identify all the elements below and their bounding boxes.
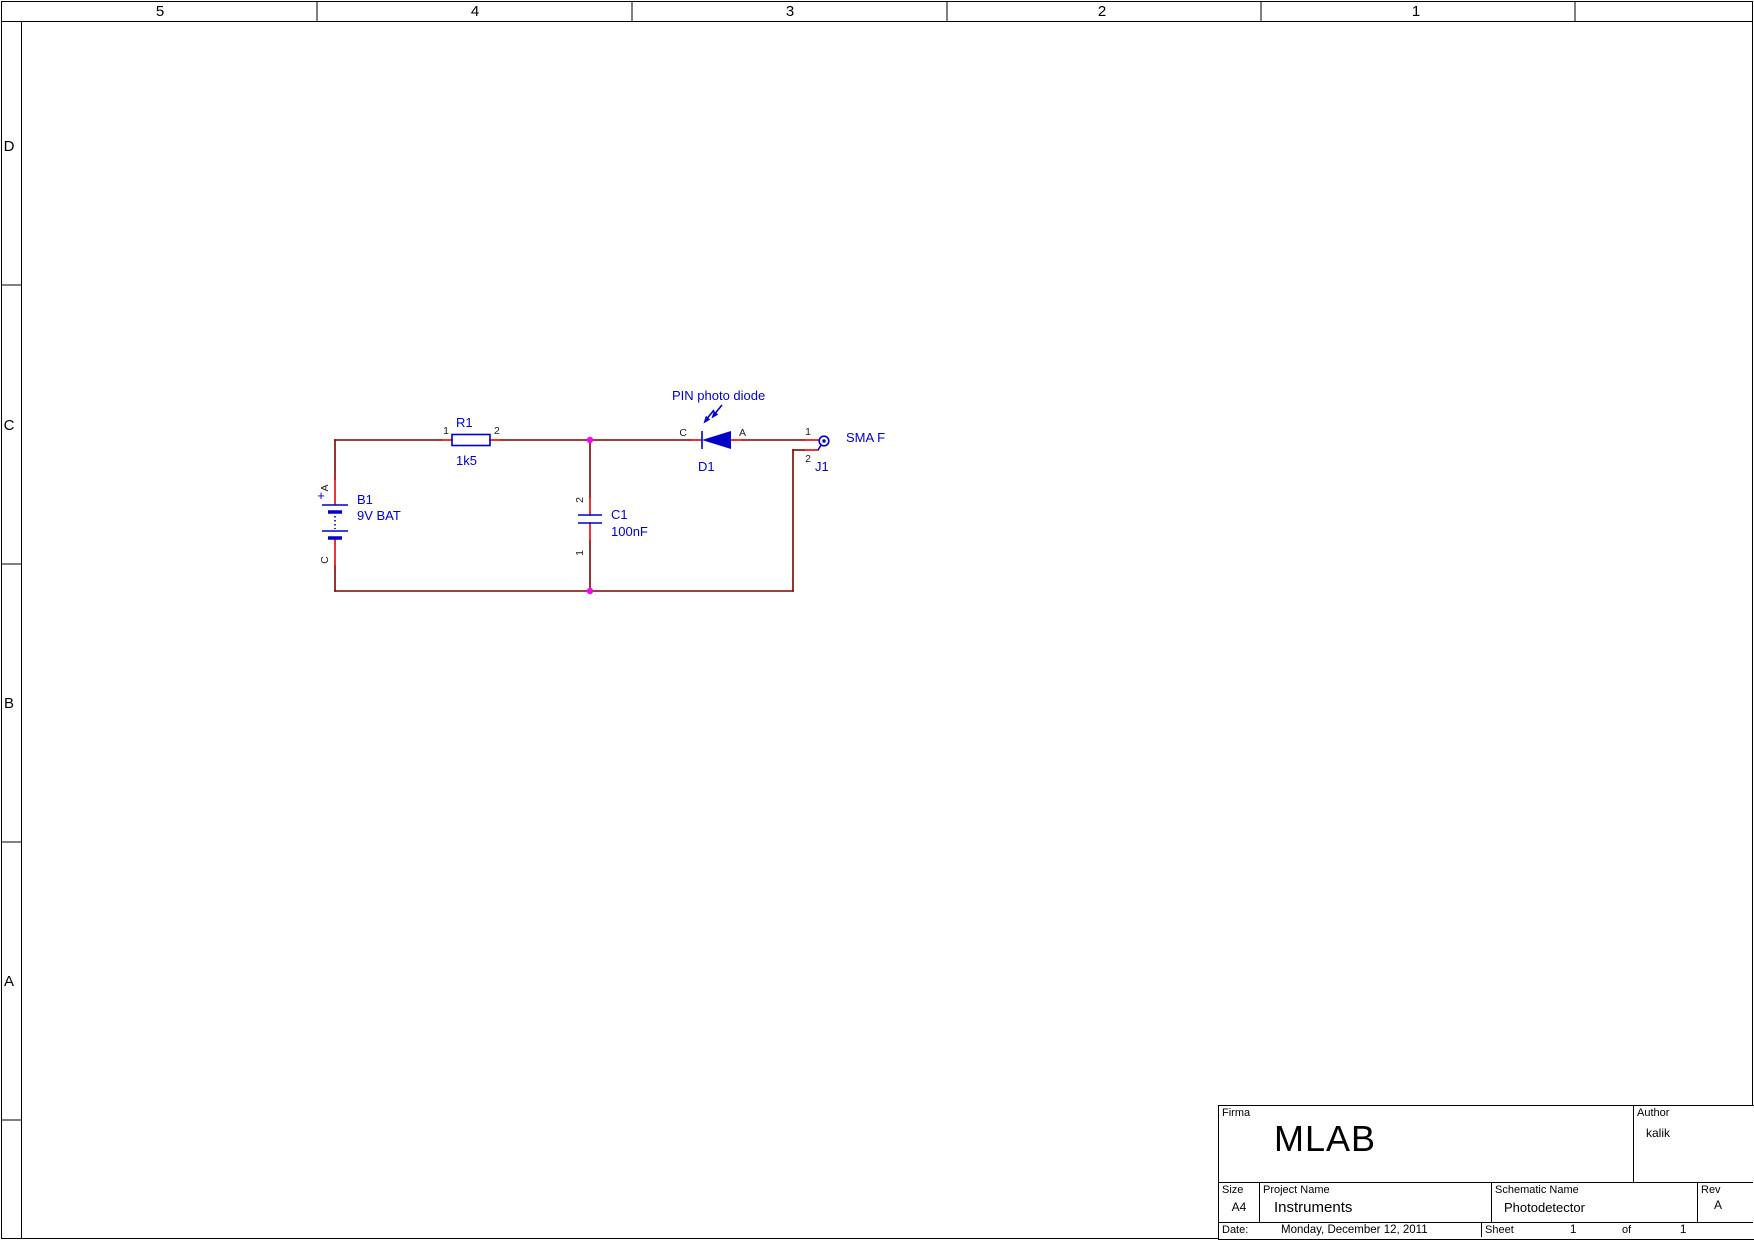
- company-name: MLAB: [1274, 1118, 1377, 1159]
- photodiode-pin-label-a: A: [739, 427, 746, 439]
- component-battery-B1: + A C B1 9V BAT: [317, 478, 401, 567]
- date-label: Date:: [1222, 1224, 1249, 1236]
- connector-circle: [818, 435, 830, 447]
- connector-center-dot: [822, 439, 826, 443]
- frame-column-label: 3: [786, 3, 794, 20]
- frame-row-label: A: [4, 973, 14, 990]
- sheet-label: Sheet: [1485, 1224, 1514, 1236]
- frame-row-label: C: [4, 417, 15, 434]
- titleblock-firma-cell: Firma MLAB: [1219, 1106, 1634, 1182]
- light-arrow-head-icon: [711, 410, 719, 419]
- photodiode-ref: D1: [698, 459, 715, 474]
- sheet-number: 1: [1570, 1224, 1577, 1236]
- schematic-name-label: Schematic Name: [1495, 1184, 1579, 1196]
- resistor-ref: R1: [456, 415, 473, 430]
- titleblock-author-cell: Author kalik: [1634, 1106, 1753, 1182]
- component-capacitor-C1: 2 1 C1 100nF: [574, 496, 648, 556]
- battery-ref: B1: [357, 492, 373, 507]
- author-name: kalik: [1646, 1126, 1671, 1140]
- titleblock-date-cell: Date: Monday, December 12, 2011: [1219, 1222, 1481, 1237]
- sheet-of-label: of: [1622, 1224, 1632, 1236]
- resistor-pin-number-1: 1: [443, 425, 449, 437]
- photodiode-note: PIN photo diode: [672, 388, 765, 403]
- project-name: Instruments: [1274, 1199, 1353, 1216]
- titleblock-project-cell: Project Name Instruments: [1259, 1182, 1491, 1222]
- resistor-value: 1k5: [456, 453, 477, 468]
- frame-column-label: 5: [156, 3, 164, 20]
- junction-dot: [586, 436, 594, 444]
- author-label: Author: [1637, 1107, 1670, 1119]
- capacitor-pin-number-2: 2: [574, 497, 586, 503]
- rev-value: A: [1714, 1198, 1723, 1212]
- connector-ref: J1: [815, 459, 829, 474]
- component-connector-J1: 1 2 SMA F J1: [803, 426, 885, 474]
- photodiode-triangle: [702, 431, 731, 449]
- capacitor-value: 100nF: [611, 524, 648, 539]
- battery-value: 9V BAT: [357, 508, 401, 523]
- rev-label: Rev: [1701, 1184, 1721, 1196]
- titleblock-size-cell: Size A4: [1219, 1182, 1259, 1222]
- frame-column-label: 2: [1098, 3, 1106, 20]
- resistor-pin-number-2: 2: [494, 425, 500, 437]
- frame-column-label: 4: [471, 3, 479, 20]
- project-name-label: Project Name: [1263, 1184, 1330, 1196]
- light-arrow-head-icon: [703, 415, 711, 424]
- battery-plus-sign: +: [317, 488, 325, 503]
- frame-column-label: 1: [1412, 3, 1420, 20]
- titleblock-schematic-cell: Schematic Name Photodetector: [1491, 1182, 1697, 1222]
- schematic-name: Photodetector: [1504, 1200, 1585, 1215]
- titleblock-sheet-cell: Sheet 1 of 1: [1481, 1222, 1753, 1237]
- net-wires: [334, 436, 805, 595]
- connector-type: SMA F: [846, 430, 885, 445]
- firma-label: Firma: [1222, 1107, 1251, 1119]
- battery-pin-label-c: C: [319, 556, 331, 564]
- component-photodiode-D1: C A PIN photo diode D1: [672, 388, 765, 474]
- battery-pin-label-a: A: [319, 484, 331, 491]
- capacitor-ref: C1: [611, 507, 628, 522]
- frame-row-label: B: [4, 695, 14, 712]
- title-block: Firma MLAB Author kalik Size A4 Project …: [1218, 1105, 1754, 1240]
- size-label: Size: [1222, 1184, 1244, 1196]
- connector-pin-number-1: 1: [805, 426, 811, 438]
- sheet-size: A4: [1231, 1200, 1247, 1214]
- frame-row-label: D: [4, 138, 15, 155]
- component-resistor-R1: 1 2 R1 1k5: [440, 415, 502, 468]
- titleblock-rev-cell: Rev A: [1697, 1182, 1753, 1222]
- connector-pin-number-2: 2: [805, 453, 811, 465]
- junction-dot: [586, 587, 594, 595]
- resistor-body: [451, 433, 491, 447]
- sheet-total: 1: [1680, 1224, 1687, 1236]
- capacitor-pin-number-1: 1: [574, 550, 586, 556]
- date-value: Monday, December 12, 2011: [1281, 1224, 1428, 1236]
- photodiode-pin-label-c: C: [679, 427, 687, 439]
